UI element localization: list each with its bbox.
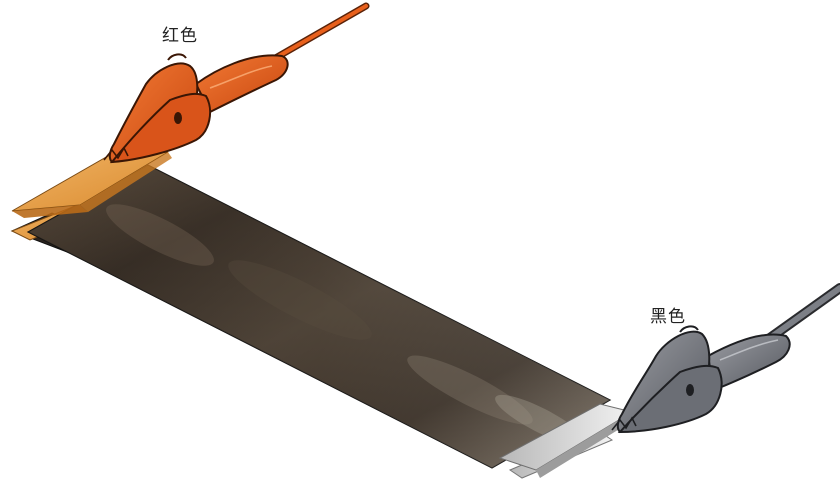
- red-clip-icon: [104, 6, 366, 162]
- black-clip-icon: [612, 288, 840, 432]
- film-strip: [28, 165, 610, 468]
- red-clip-label: 红色: [162, 21, 198, 46]
- black-clip-label: 黑色: [650, 302, 686, 327]
